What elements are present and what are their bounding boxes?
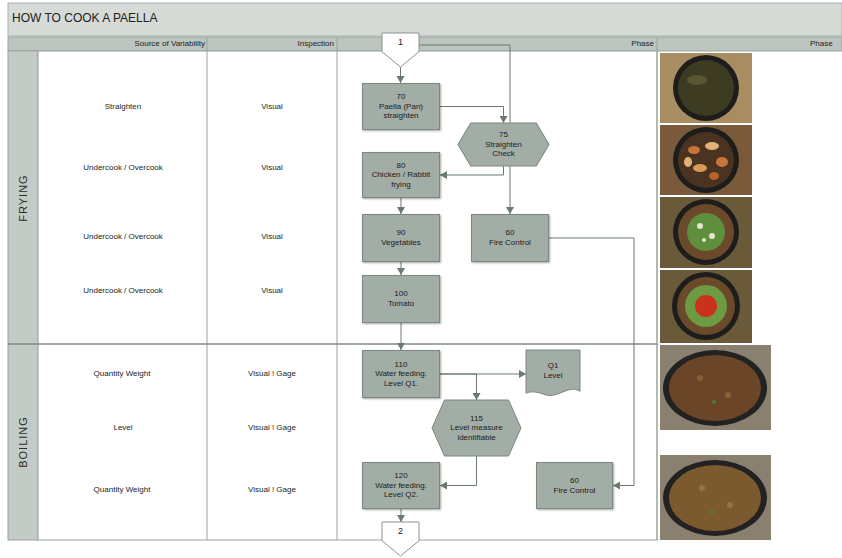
step-number: 115 (470, 414, 483, 424)
table-body (38, 51, 657, 540)
flow-arrow (401, 509, 402, 522)
process-box: 70Paella (Pan) straighten (362, 83, 440, 130)
inspection-cell: Visual (217, 232, 327, 242)
column-header: Phase (810, 39, 840, 49)
step-text: Tomato (388, 299, 414, 309)
photo-boiling-q2 (660, 455, 771, 540)
step-text: Fire Control (489, 238, 531, 248)
check-hexagon: 115Level measure identifiable (432, 400, 521, 456)
flow-arrow (440, 166, 504, 175)
step-number: 75 (499, 130, 508, 140)
off-page-connector: 1 (382, 33, 419, 67)
lane-divider (8, 343, 657, 345)
header-row (8, 37, 842, 51)
variability-cell: Straighten (48, 102, 198, 112)
photo-chicken-frying (660, 125, 752, 195)
photo-vegetables (660, 197, 752, 268)
step-text: 2 (398, 526, 403, 537)
step-text: 1 (398, 37, 403, 48)
column-header: Phase (575, 39, 654, 49)
process-box: 110Water feeding. Level Q1. (362, 350, 440, 398)
step-number: 100 (394, 289, 407, 299)
process-box: 60Fire Control (536, 462, 613, 509)
process-box: 60Fire Control (471, 214, 549, 262)
variability-cell: Undercook / Overcook (48, 232, 198, 242)
step-text: Water feeding. Level Q2. (367, 481, 435, 500)
diagram-title: HOW TO COOK A PAELLA (12, 11, 157, 25)
step-number: 60 (506, 228, 515, 238)
swimlane: FRYING70Paella (Pan) straighten75Straigh… (8, 51, 657, 344)
column-line (657, 37, 658, 540)
flow-arrow (400, 67, 401, 83)
column-header: Source of Variability (95, 39, 205, 49)
step-number: 110 (395, 360, 408, 370)
step-number: 120 (394, 471, 407, 481)
photo-oil-pan (660, 53, 752, 123)
step-text: Water feeding. Level Q1. (367, 369, 435, 388)
flow-arrow (440, 374, 477, 400)
step-number: 60 (570, 476, 579, 486)
photo-boiling-q1 (660, 345, 771, 430)
flow-arrow (440, 107, 504, 124)
inspection-cell: Visual (217, 163, 327, 173)
column-line (207, 37, 208, 540)
step-text: Paella (Pan) straighten (367, 102, 435, 121)
step-number: 90 (397, 228, 406, 238)
process-box: 100Tomato (362, 275, 440, 323)
inspection-cell: Visual ! Gage (217, 369, 327, 379)
step-text: Fire Control (554, 486, 596, 496)
variability-cell: Quantity Weight (92, 369, 152, 379)
flow-arrow (440, 456, 477, 486)
variability-cell: Level (48, 423, 198, 433)
step-number: Q1 (548, 361, 559, 371)
photo-tomato (660, 270, 752, 343)
flow-arrow (401, 262, 402, 275)
step-text: Vegetables (381, 238, 421, 248)
flow-arrow (401, 198, 402, 214)
process-box: 120Water feeding. Level Q2. (362, 462, 440, 509)
inspection-cell: Visual ! Gage (217, 423, 327, 433)
step-text: Chicken / Rabbit frying (367, 170, 435, 189)
step-text: Level measure identifiable (448, 423, 505, 442)
off-page-connector: 2 (382, 522, 419, 556)
lane-title: FRYING (17, 174, 29, 221)
step-number: 80 (397, 161, 406, 171)
column-line (337, 37, 338, 540)
process-box: 90Vegetables (362, 214, 440, 262)
variability-cell: Quantity Weight (92, 485, 152, 495)
step-number: 70 (397, 92, 406, 102)
check-hexagon: 75Straighten Check (458, 123, 549, 166)
variability-cell: Undercook / Overcook (48, 163, 198, 173)
step-text: Level (543, 371, 562, 381)
column-header: Inspection (255, 39, 334, 49)
document-shape: Q1Level (526, 350, 580, 398)
inspection-cell: Visual ! Gage (217, 485, 327, 495)
process-box: 80Chicken / Rabbit frying (362, 152, 440, 198)
inspection-cell: Visual (217, 286, 327, 296)
inspection-cell: Visual (217, 102, 327, 112)
lane-title: BOILING (17, 416, 29, 468)
variability-cell: Undercook / Overcook (48, 286, 198, 296)
title-bar (8, 3, 842, 36)
step-text: Straighten Check (474, 140, 533, 159)
flow-arrow (401, 323, 402, 350)
lane-column (8, 51, 38, 540)
